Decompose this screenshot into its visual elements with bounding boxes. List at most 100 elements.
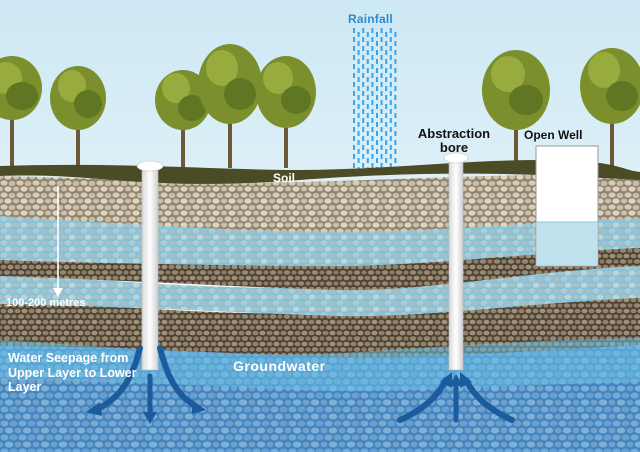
rain-drop <box>362 100 365 105</box>
rain-drop <box>366 32 369 37</box>
rain-drop <box>389 136 392 141</box>
rain-drop <box>357 50 360 55</box>
blue-upper-layer <box>0 214 640 266</box>
rain-drop <box>357 77 360 82</box>
rain-drop <box>394 104 397 109</box>
rain-drop <box>371 82 374 87</box>
rain-drop <box>376 149 378 154</box>
soil-label: Soil <box>273 171 296 185</box>
rain-drop <box>362 91 365 96</box>
rain-drop <box>366 122 369 127</box>
rain-drop <box>380 73 383 78</box>
rain-drop <box>394 50 397 55</box>
rain-drop <box>394 122 397 127</box>
rain-drop <box>366 86 369 91</box>
trees <box>0 44 640 172</box>
rain-drop <box>385 59 388 64</box>
rain-drop <box>394 158 397 163</box>
rain-drop <box>357 86 360 91</box>
rain-drop <box>353 163 355 168</box>
rain-drop <box>357 32 360 37</box>
rain-drop <box>371 145 374 150</box>
rain-drop <box>353 64 355 69</box>
rain-drop <box>385 32 388 37</box>
rain-drop <box>353 100 355 105</box>
open-well-label: Open Well <box>524 128 583 142</box>
rain-drop <box>371 136 374 141</box>
rain-drop <box>376 50 378 55</box>
rain-drop <box>385 113 388 118</box>
rain-drop <box>394 131 397 136</box>
left-bore-pipe <box>136 160 164 371</box>
rain-drop <box>389 109 392 114</box>
rain-drop <box>389 100 392 105</box>
rain-drop <box>366 77 369 82</box>
rain-drop <box>376 158 378 163</box>
rain-drop <box>389 64 392 69</box>
rain-drop <box>376 86 378 91</box>
rain-drop <box>394 41 397 46</box>
rain-drop <box>394 59 397 64</box>
rain-drop <box>376 41 378 46</box>
rain-drop <box>371 46 374 51</box>
rain-drop <box>353 91 355 96</box>
depth-label: 100-200 metres <box>6 297 86 309</box>
rain-drop <box>371 127 374 132</box>
rain-drop <box>357 149 360 154</box>
rain-drop <box>394 32 397 37</box>
rain-drop <box>380 37 383 42</box>
rain-drop <box>353 82 355 87</box>
rain-drop <box>385 149 388 154</box>
rain-drop <box>380 136 383 141</box>
rain-drop <box>362 118 365 123</box>
rain-drop <box>366 158 369 163</box>
rain-drop <box>357 122 360 127</box>
tree <box>482 50 550 166</box>
rain-drop <box>389 118 392 123</box>
rain-drop <box>353 46 355 51</box>
rain-drop <box>371 28 374 33</box>
rain-drop <box>376 131 378 136</box>
tree <box>580 48 640 172</box>
rain-drop <box>385 122 388 127</box>
depth-arrow <box>53 186 63 297</box>
rain-drop <box>380 127 383 132</box>
rain-drop <box>389 154 392 159</box>
rain-drop <box>394 113 397 118</box>
rain-drop <box>353 37 355 42</box>
rain-drop <box>371 100 374 105</box>
rain-drop <box>380 100 383 105</box>
rain-drop <box>389 82 392 87</box>
rain-drop <box>353 109 355 114</box>
rain-drop <box>394 86 397 91</box>
rain-drop <box>389 91 392 96</box>
rain-drop <box>371 55 374 60</box>
rain-drop <box>389 46 392 51</box>
rain-drop <box>376 77 378 82</box>
rain-drop <box>357 95 360 100</box>
rain-drop <box>357 158 360 163</box>
rain-drop <box>385 77 388 82</box>
tree <box>50 66 106 166</box>
rain-drop <box>371 37 374 42</box>
rain-drop <box>362 163 365 168</box>
rain-drop <box>362 127 365 132</box>
rain-drop <box>376 32 378 37</box>
rain-drop <box>385 140 388 145</box>
rain-drop <box>389 28 392 33</box>
rain-drop <box>385 41 388 46</box>
rain-drop <box>357 113 360 118</box>
rain-drop <box>380 82 383 87</box>
rain-drop <box>353 73 355 78</box>
open-well <box>535 145 599 267</box>
rain-drop <box>380 91 383 96</box>
rain-drop <box>385 86 388 91</box>
rain-drop <box>376 95 378 100</box>
rain-drop <box>380 55 383 60</box>
tree <box>198 44 262 168</box>
light-gravel-layer <box>0 174 640 232</box>
rain-drop <box>357 68 360 73</box>
rain-drop <box>380 64 383 69</box>
rain-drop <box>366 50 369 55</box>
